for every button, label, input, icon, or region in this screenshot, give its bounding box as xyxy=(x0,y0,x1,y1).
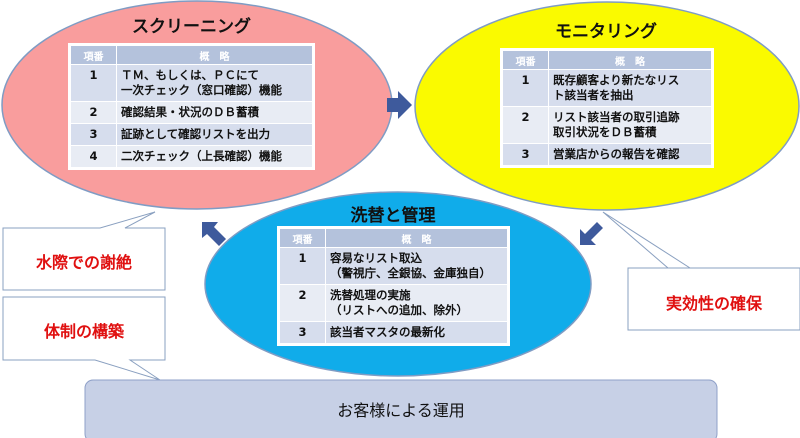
footer-operation: お客様による運用 xyxy=(337,401,465,420)
management-title: 洗替と管理 xyxy=(350,206,436,226)
callout-system-shape xyxy=(2,296,166,381)
monitoring-title: モニタリング xyxy=(555,22,657,42)
arrow-up-left-icon xyxy=(202,222,226,246)
callout-system: 体制の構築 xyxy=(43,322,124,341)
header-summary: 概 略 xyxy=(116,45,313,65)
callout-effectiveness: 実効性の確保 xyxy=(665,294,762,313)
screening-title: スクリーニング xyxy=(132,17,251,37)
callout-effectiveness-shape xyxy=(602,211,800,331)
header-no: 項番 xyxy=(70,45,117,65)
arrow-right-icon xyxy=(387,91,412,119)
arrow-down-left-icon xyxy=(580,222,603,245)
callout-rejection: 水際での謝絶 xyxy=(35,253,132,272)
callout-rejection-shape xyxy=(2,211,166,291)
